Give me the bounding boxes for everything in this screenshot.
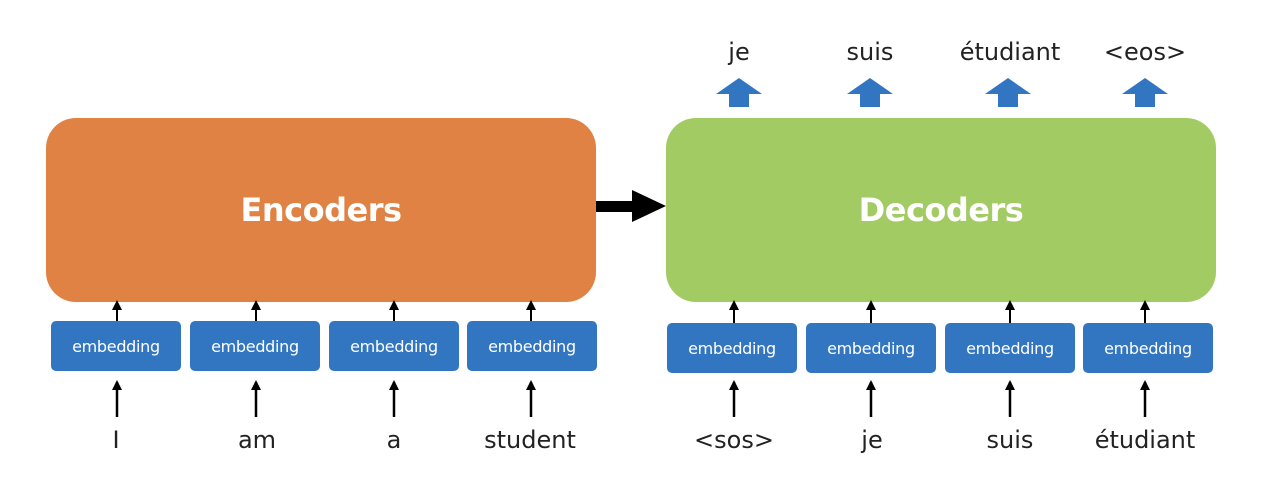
decoder-output-token-3: étudiant [959,38,1061,66]
decoder-input-token-1: <sos> [694,426,774,454]
encoder-input-token-2: am [237,426,277,454]
output-arrow-icon [716,78,762,107]
encoder-input-token-1: I [112,426,120,454]
decoder-label: Decoders [858,191,1024,229]
encoder-to-decoder-arrow [596,190,666,222]
output-arrow-icon [1122,78,1168,107]
decoder-embedding-1: embedding [667,323,797,373]
encoder-embedding-4: embedding [467,321,597,371]
decoder-embedding-3: embedding [945,323,1075,373]
decoder-input-token-4: étudiant [1094,426,1196,454]
encoder-embedding-1: embedding [51,321,181,371]
decoder-input-token-3: suis [986,426,1034,454]
decoder-input-token-2: je [861,426,883,454]
output-arrow-icon [985,78,1031,107]
encoder-block: Encoders [46,118,596,302]
encoder-embedding-3: embedding [329,321,459,371]
encoder-label: Encoders [240,191,402,229]
decoder-embedding-2: embedding [806,323,936,373]
output-arrow-icon [847,78,893,107]
decoder-output-token-4: <eos> [1103,38,1187,66]
decoder-output-token-2: suis [846,38,894,66]
decoder-output-token-1: je [728,38,750,66]
encoder-embedding-2: embedding [190,321,320,371]
decoder-block: Decoders [666,118,1216,302]
encoder-input-token-3: a [386,426,402,454]
decoder-embedding-4: embedding [1083,323,1213,373]
encoder-input-token-4: student [484,426,576,454]
